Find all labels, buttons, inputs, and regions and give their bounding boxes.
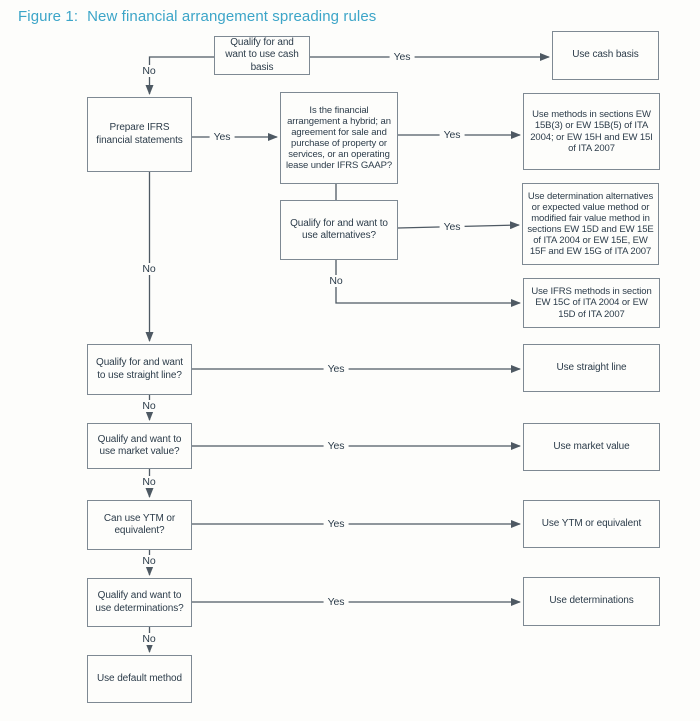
- node-determinations-question: Qualify and want to use determinations?: [87, 578, 192, 627]
- figure-title-text: New financial arrangement spreading rule…: [87, 8, 377, 25]
- edge-label-yes: Yes: [323, 596, 349, 608]
- edge-label-yes: Yes: [323, 363, 349, 375]
- edge-label-yes: Yes: [209, 131, 235, 143]
- edge-label-yes: Yes: [439, 221, 465, 233]
- edge-label-no: No: [138, 633, 160, 645]
- edge-label-no: No: [325, 275, 347, 287]
- node-use-alternatives: Use determination alternatives or expect…: [522, 183, 659, 265]
- edge-label-yes: Yes: [439, 129, 465, 141]
- edge-label-yes: Yes: [389, 51, 415, 63]
- edge-label-yes: Yes: [323, 440, 349, 452]
- figure-number: Figure 1:: [18, 8, 79, 25]
- edge-cashbasis-no: [145, 56, 214, 95]
- edge-label-no: No: [138, 476, 160, 488]
- edge-alternatives-no: [335, 260, 521, 307]
- node-use-ytm: Use YTM or equivalent: [523, 500, 660, 548]
- node-hybrid-question: Is the financial arrangement a hybrid; a…: [280, 92, 398, 184]
- node-use-cash-basis: Use cash basis: [552, 31, 659, 80]
- edge-label-no: No: [138, 555, 160, 567]
- node-use-determinations: Use determinations: [523, 577, 660, 626]
- node-use-default-method: Use default method: [87, 655, 192, 703]
- node-use-market-value: Use market value: [523, 423, 660, 471]
- edge-label-no: No: [138, 400, 160, 412]
- node-straight-line-question: Qualify for and want to use straight lin…: [87, 344, 192, 395]
- node-use-straight-line: Use straight line: [523, 344, 660, 392]
- node-ytm-question: Can use YTM or equivalent?: [87, 500, 192, 550]
- node-prepare-ifrs: Prepare IFRS financial statements: [87, 97, 192, 172]
- node-alternatives-question: Qualify for and want to use alternatives…: [280, 200, 398, 260]
- figure-title: Figure 1: New financial arrangement sprea…: [18, 8, 376, 25]
- edge-label-no: No: [138, 263, 160, 275]
- node-use-ifrs-methods: Use IFRS methods in section EW 15C of IT…: [523, 278, 660, 328]
- edge-label-no: No: [138, 65, 160, 77]
- node-market-value-question: Qualify and want to use market value?: [87, 423, 192, 469]
- node-use-methods: Use methods in sections EW 15B(3) or EW …: [523, 93, 660, 170]
- edge-label-yes: Yes: [323, 518, 349, 530]
- node-cash-basis-question: Qualify for and want to use cash basis: [214, 36, 310, 75]
